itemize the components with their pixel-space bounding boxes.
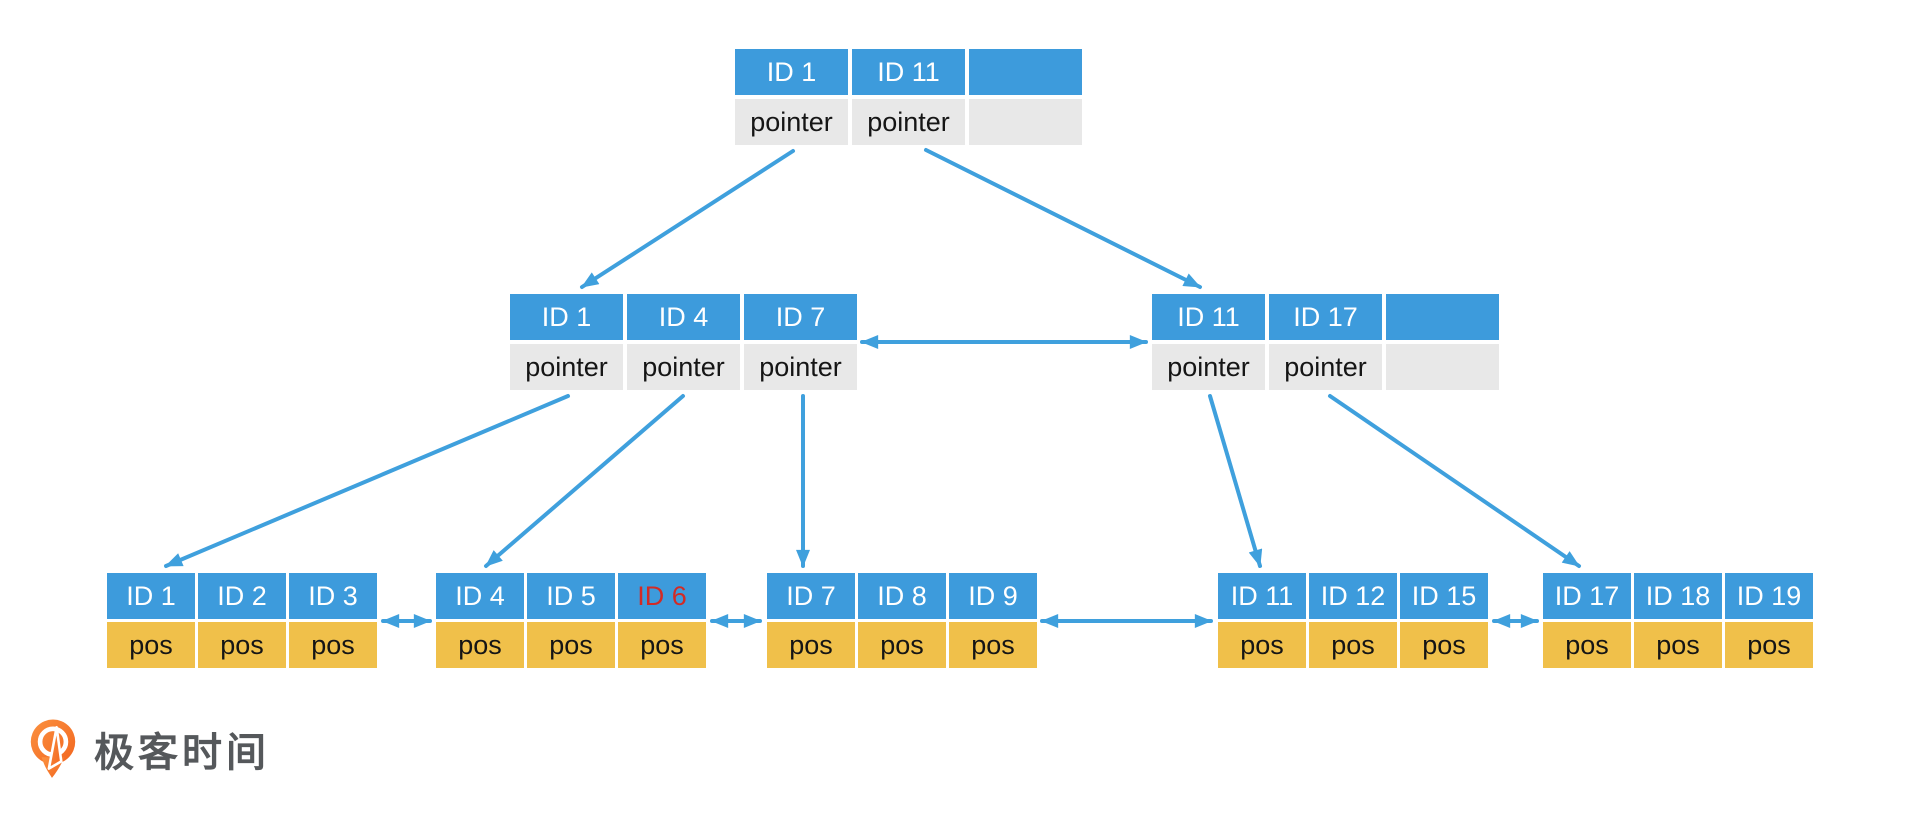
leaf-pos-cell: pos	[1309, 622, 1397, 668]
leaf-pos-cell: pos	[1400, 622, 1488, 668]
internal-pointer-cell: pointer	[510, 344, 623, 390]
leaf-key-cell: ID 3	[289, 573, 377, 619]
edge-internal-right-leaf5	[1328, 394, 1581, 568]
internal-key-cell: ID 4	[627, 294, 740, 340]
leaf-pos-cell: pos	[767, 622, 855, 668]
leaf-pos-cell: pos	[618, 622, 706, 668]
root-key-cell: ID 1	[735, 49, 848, 95]
root-node: ID 1 ID 11 pointer pointer	[735, 49, 1082, 145]
leaf-key-cell: ID 4	[436, 573, 524, 619]
leaf-node-4: ID 11 ID 12 ID 15 pos pos pos	[1218, 573, 1488, 668]
leaf-pos-cell: pos	[1218, 622, 1306, 668]
edge-internal-left-leaf2	[484, 394, 685, 568]
edge-root-internal-right	[924, 148, 1202, 289]
root-pointer-cell: pointer	[735, 99, 848, 145]
leaf-key-cell: ID 15	[1400, 573, 1488, 619]
internal-pointer-cell: pointer	[1152, 344, 1265, 390]
leaf-key-cell: ID 12	[1309, 573, 1397, 619]
leaf-pos-cell: pos	[527, 622, 615, 668]
leaf-key-cell: ID 19	[1725, 573, 1813, 619]
leaf-key-cell: ID 17	[1543, 573, 1631, 619]
leaf-pos-cell: pos	[858, 622, 946, 668]
leaf-key-cell: ID 1	[107, 573, 195, 619]
root-key-cell: ID 11	[852, 49, 965, 95]
leaf-key-cell: ID 11	[1218, 573, 1306, 619]
leaf-pos-cell: pos	[1543, 622, 1631, 668]
geektime-logo: 极客时间	[28, 716, 270, 782]
internal-node-right: ID 11 ID 17 pointer pointer	[1152, 294, 1499, 390]
geektime-logo-icon	[30, 719, 76, 778]
leaf-key-cell: ID 9	[949, 573, 1037, 619]
internal-key-cell: ID 1	[510, 294, 623, 340]
leaf-pos-cell: pos	[289, 622, 377, 668]
leaf-key-cell: ID 7	[767, 573, 855, 619]
leaf-pos-cell: pos	[107, 622, 195, 668]
edge-root-internal-left	[580, 149, 795, 289]
leaf-key-cell: ID 2	[198, 573, 286, 619]
internal-key-cell: ID 17	[1269, 294, 1382, 340]
leaf-key-cell: ID 18	[1634, 573, 1722, 619]
geektime-logo-text: 极客时间	[94, 731, 270, 775]
internal-pointer-cell: pointer	[1269, 344, 1382, 390]
internal-key-cell-empty	[1386, 294, 1499, 340]
edge-internal-right-leaf4	[1208, 394, 1263, 568]
internal-key-cell: ID 7	[744, 294, 857, 340]
edge-internal-left-leaf1	[164, 394, 570, 568]
internal-pointer-cell: pointer	[744, 344, 857, 390]
root-key-cell-empty	[969, 49, 1082, 95]
leaf-node-3: ID 7 ID 8 ID 9 pos pos pos	[767, 573, 1037, 668]
leaf-key-cell-highlighted: ID 6	[618, 573, 706, 619]
leaf-key-cell: ID 5	[527, 573, 615, 619]
leaf-node-2: ID 4 ID 5 ID 6 pos pos pos	[436, 573, 706, 668]
leaf-node-1: ID 1 ID 2 ID 3 pos pos pos	[107, 573, 377, 668]
leaf-pos-cell: pos	[1725, 622, 1813, 668]
leaf-pos-cell: pos	[436, 622, 524, 668]
root-pointer-cell: pointer	[852, 99, 965, 145]
leaf-pos-cell: pos	[1634, 622, 1722, 668]
internal-pointer-cell: pointer	[627, 344, 740, 390]
root-pointer-cell-empty	[969, 99, 1082, 145]
internal-pointer-cell-empty	[1386, 344, 1499, 390]
internal-key-cell: ID 11	[1152, 294, 1265, 340]
leaf-pos-cell: pos	[949, 622, 1037, 668]
leaf-pos-cell: pos	[198, 622, 286, 668]
leaf-node-5: ID 17 ID 18 ID 19 pos pos pos	[1543, 573, 1813, 668]
leaf-key-cell: ID 8	[858, 573, 946, 619]
internal-node-left: ID 1 ID 4 ID 7 pointer pointer pointer	[510, 294, 857, 390]
